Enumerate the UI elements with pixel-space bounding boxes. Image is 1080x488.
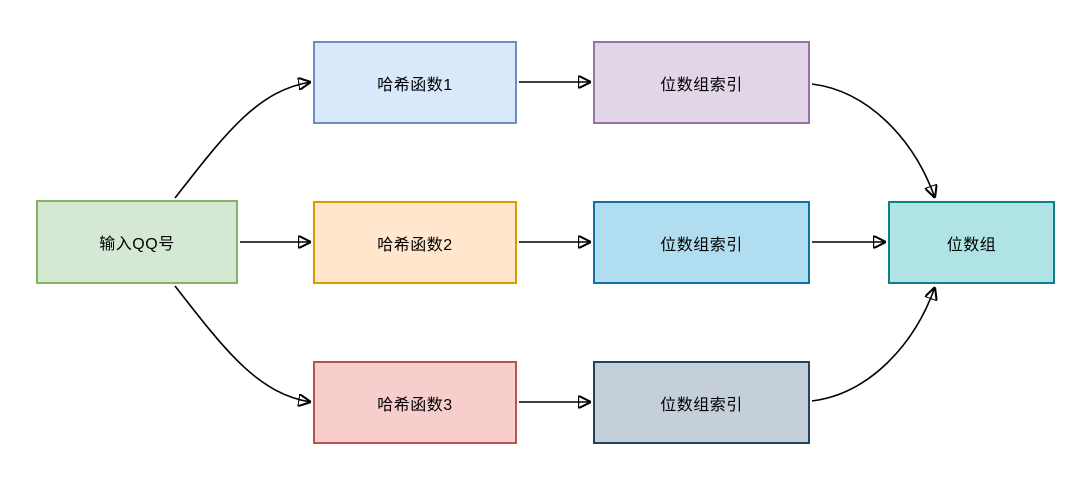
node-hash-function-2: 哈希函数2	[313, 201, 517, 284]
node-bit-array-index-2: 位数组索引	[593, 201, 810, 284]
node-label: 位数组索引	[660, 236, 743, 254]
node-bit-array: 位数组	[888, 201, 1055, 284]
node-label: 位数组	[946, 236, 997, 254]
node-hash-function-1: 哈希函数1	[313, 41, 517, 124]
node-label: 位数组索引	[660, 396, 743, 414]
edge-input-to-hash1	[174, 82, 311, 199]
edge-input-to-hash3	[174, 285, 311, 402]
node-bit-array-index-3: 位数组索引	[593, 361, 810, 444]
node-label: 位数组索引	[660, 76, 743, 94]
node-hash-function-3: 哈希函数3	[313, 361, 517, 444]
node-label: 输入QQ号	[99, 236, 175, 253]
node-input-qq: 输入QQ号	[36, 200, 238, 284]
node-bit-array-index-1: 位数组索引	[593, 41, 810, 124]
node-label: 哈希函数1	[377, 76, 453, 94]
node-label: 哈希函数2	[377, 236, 453, 254]
node-label: 哈希函数3	[377, 396, 453, 414]
edge-index3-to-bitarray	[811, 287, 935, 402]
edge-index1-to-bitarray	[811, 83, 935, 198]
